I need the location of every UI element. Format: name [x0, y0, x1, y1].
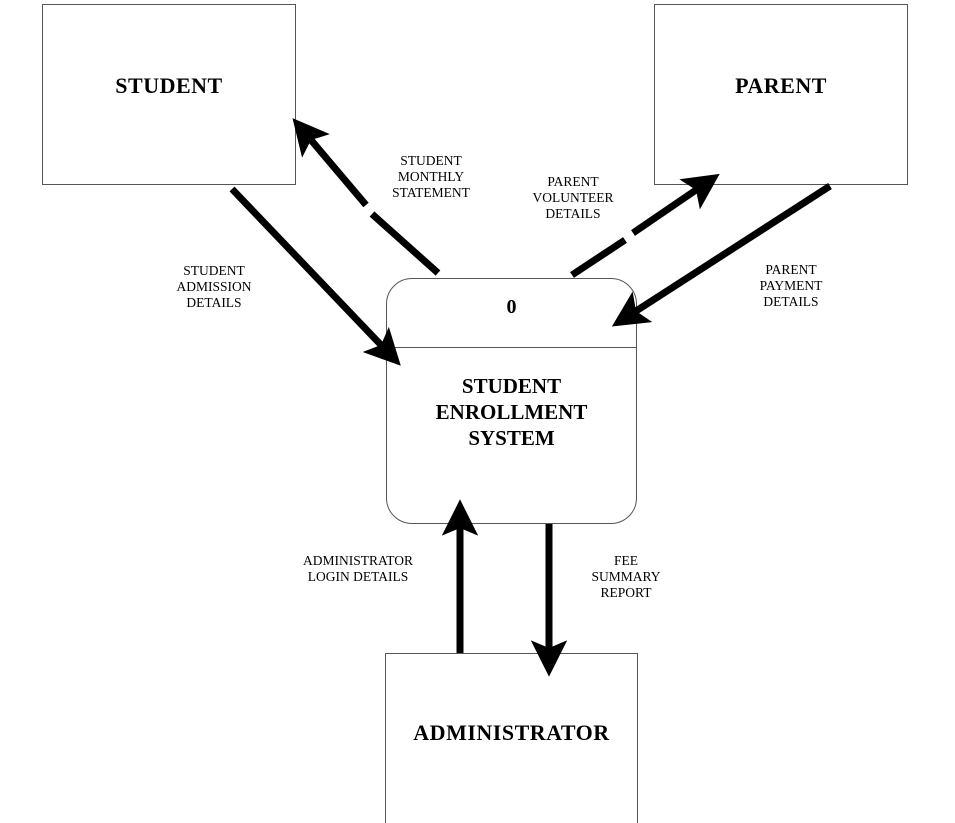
flow-label-parent-volunteer-details: PARENT VOLUNTEER DETAILS [532, 174, 614, 221]
flow-label-fee-summary-report: FEE SUMMARY REPORT [591, 553, 661, 600]
flow-label-parent-payment-details: PARENT PAYMENT DETAILS [759, 262, 823, 309]
process-number: 0 [506, 296, 517, 318]
process-box-student-enrollment-system[interactable] [386, 278, 637, 524]
entity-label-administrator: ADMINISTRATOR [413, 720, 610, 745]
entity-label-parent: PARENT [735, 73, 827, 98]
flow-label-administrator-login-details: ADMINISTRATOR LOGIN DETAILS [302, 553, 413, 584]
process-name: STUDENT ENROLLMENT SYSTEM [435, 374, 588, 450]
process-divider-line [386, 347, 637, 348]
entity-box-parent[interactable]: PARENT [654, 4, 908, 185]
entity-label-student: STUDENT [115, 73, 223, 98]
flow-label-student-admission-details: STUDENT ADMISSION DETAILS [176, 263, 252, 310]
entity-box-student[interactable]: STUDENT [42, 4, 296, 185]
flow-label-student-monthly-statement: STUDENT MONTHLY STATEMENT [392, 153, 470, 200]
entity-box-administrator[interactable]: ADMINISTRATOR [385, 653, 638, 823]
